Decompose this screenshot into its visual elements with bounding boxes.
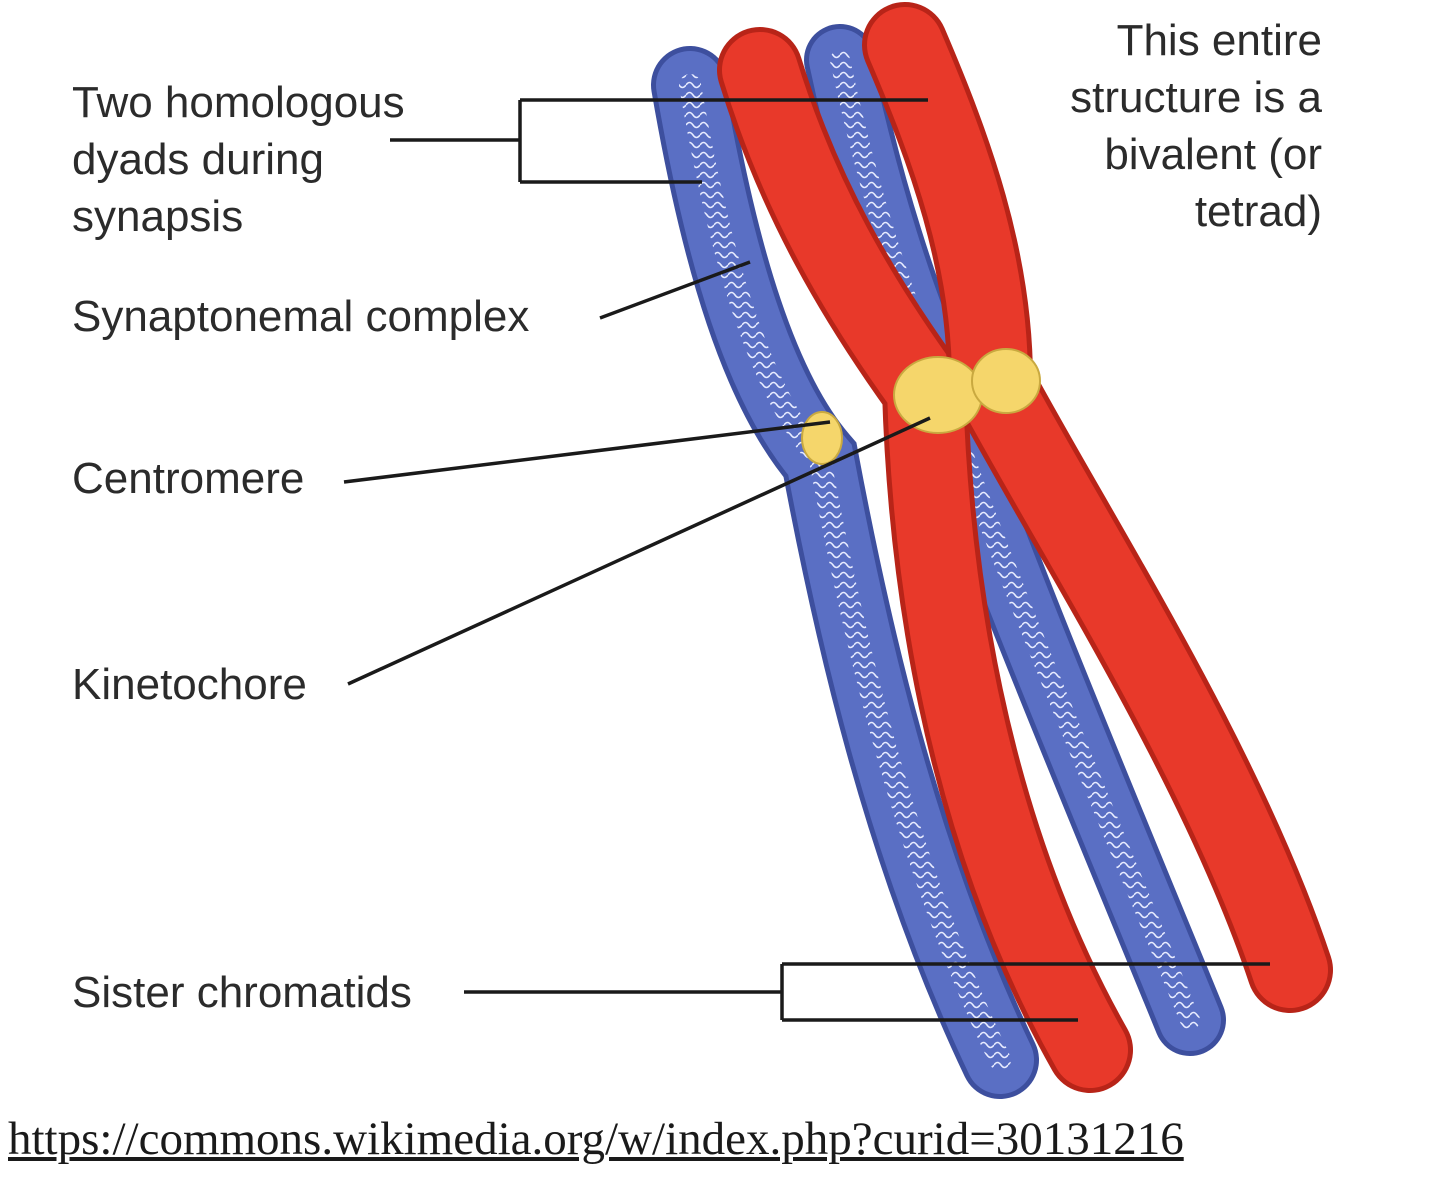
source-link[interactable]: https://commons.wikimedia.org/w/index.ph…: [8, 1113, 1184, 1165]
red-dyad: [717, 2, 1333, 1093]
sister-chromatids-bracket: [464, 962, 1270, 1022]
kinetochore-leader: [347, 416, 931, 686]
blue-centromere: [801, 411, 843, 465]
homologous-dyads-bracket: [390, 98, 928, 184]
synaptonemal-complex-label: Synaptonemal complex: [72, 292, 530, 341]
centromere-leader: [343, 420, 831, 484]
kinetochore-label: Kinetochore: [72, 660, 307, 709]
sister-chromatids-label: Sister chromatids: [72, 968, 412, 1017]
homologous-dyads-label: Two homologous dyads during synapsis: [72, 78, 405, 241]
leader-lines: [343, 98, 1270, 1022]
red-centromere-left: [893, 356, 983, 434]
red-centromere-right: [971, 348, 1041, 414]
bivalent-label: This entire structure is a bivalent (or …: [1070, 16, 1322, 236]
centromere-label: Centromere: [72, 454, 305, 503]
synaptonemal-complex-leader: [599, 260, 751, 320]
